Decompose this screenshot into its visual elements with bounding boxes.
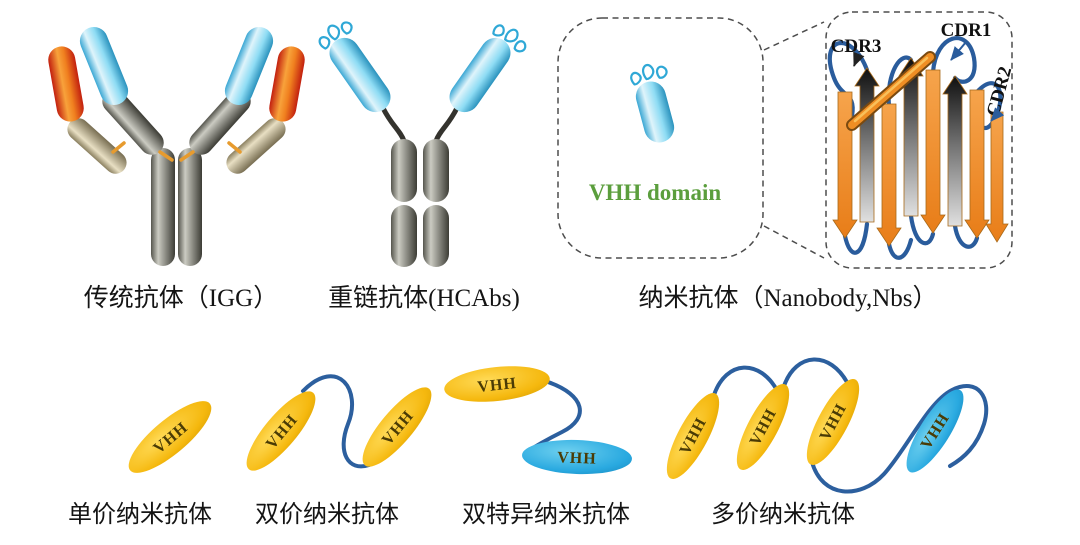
peptide-linkers <box>712 357 989 494</box>
cdr3-label: CDR3 <box>831 36 882 57</box>
igg-heavy-stem-right <box>178 148 202 266</box>
bispecific-nanobody: VHH VHH <box>444 366 632 475</box>
zoom-connector-bottom <box>763 225 825 259</box>
hcab-vhh-right <box>449 37 511 113</box>
hcab-hinge-left <box>380 105 407 144</box>
igg-heavy-arm-left <box>102 89 164 155</box>
igg-antibody-illustration <box>48 26 305 266</box>
hcab-ch3-right <box>423 205 449 267</box>
peptide-linker <box>301 374 371 469</box>
vhh-unit-label: VHH <box>477 375 518 396</box>
igg-disulfide-bonds <box>111 141 242 162</box>
vhh-unit <box>806 379 860 465</box>
bispecific-label: 双特异纳米抗体 <box>462 501 630 528</box>
vhh-structure-box: CDR3 CDR1 CDR2 <box>825 11 1016 269</box>
vhh-unit-label: VHH <box>557 449 597 467</box>
nanobody-label: 纳米抗体（Nanobody,Nbs） <box>638 284 937 312</box>
igg-variable-heavy-right <box>224 26 274 106</box>
igg-variable-light-left <box>48 46 84 122</box>
hcab-label: 重链抗体(HCAbs) <box>328 284 520 312</box>
cdr-loops-icon <box>627 59 669 87</box>
structure-dashed-border <box>825 11 1013 269</box>
hcab-ch2-left <box>391 139 417 202</box>
hcab-antibody-illustration <box>314 14 532 267</box>
vhh-unit <box>362 387 432 467</box>
vhh-unit <box>246 391 316 471</box>
igg-variable-light-right <box>269 46 305 122</box>
igg-light-constant-right <box>226 118 286 174</box>
vhh-unit-cyan <box>522 439 632 475</box>
vhh-dashed-border <box>557 17 764 259</box>
monovalent-label: 单价纳米抗体 <box>68 501 212 528</box>
hcab-ch3-left <box>391 205 417 267</box>
bivalent-nanobody: VHH VHH <box>246 374 432 471</box>
igg-heavy-stem-left <box>151 148 175 266</box>
cdr2-label: CDR2 <box>983 64 1016 118</box>
hcab-vhh-left <box>329 37 391 113</box>
vhh-domain-box: VHH domain <box>557 17 825 259</box>
hcab-ch2-right <box>423 139 449 202</box>
vhh-unit <box>444 366 550 402</box>
igg-label: 传统抗体（IGG） <box>84 284 278 312</box>
hcab-hinge-right <box>433 105 460 144</box>
vhh-domain-label: VHH domain <box>589 180 721 205</box>
igg-variable-heavy-left <box>79 26 129 106</box>
vhh-unit <box>736 384 790 470</box>
igg-heavy-arm-right <box>189 89 251 155</box>
monovalent-nanobody: VHH <box>128 401 212 473</box>
bivalent-label: 双价纳米抗体 <box>255 501 399 528</box>
vhh-unit <box>128 401 212 473</box>
cdr-pointer-arrows <box>853 41 1005 122</box>
zoom-connector-top <box>763 21 825 51</box>
vhh-unit-cyan <box>906 389 964 473</box>
multivalent-label: 多价纳米抗体 <box>711 501 855 528</box>
cdr1-label: CDR1 <box>941 20 992 41</box>
helix-rod <box>846 51 936 131</box>
vhh-domain-capsule <box>635 81 675 143</box>
vhh-unit <box>666 393 720 479</box>
multivalent-nanobody: VHH VHH VHH VHH <box>666 357 989 494</box>
igg-light-constant-left <box>67 118 127 174</box>
